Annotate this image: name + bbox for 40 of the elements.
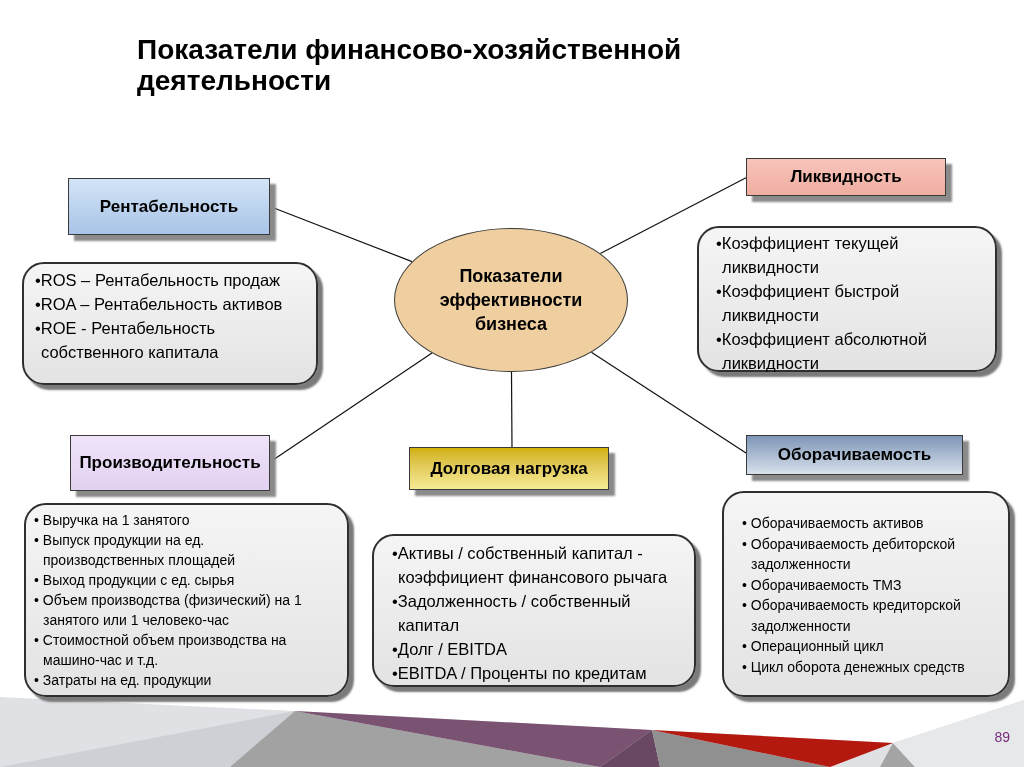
category-heading: Производительность xyxy=(70,435,270,491)
list-item: • Затраты на ед. продукции xyxy=(34,671,213,690)
connector-line xyxy=(590,351,747,454)
list-item: • Оборачиваемость ТМЗ xyxy=(742,575,903,595)
list-item: •Коэффициент быстрой ликвидности xyxy=(716,281,901,326)
category-heading: Ликвидность xyxy=(746,158,946,196)
list-item: • Стоимостной объем производства на машино-час и т.д. xyxy=(34,631,288,670)
indicator-list-card xyxy=(722,491,1010,697)
page-number: 89 xyxy=(994,728,1010,747)
connector-line xyxy=(269,352,433,463)
list-item: • Выпуск продукции на ед. производственных площадей xyxy=(34,531,236,570)
list-item: • Оборачиваемость кредиторской задолженности xyxy=(742,596,962,636)
list-item: • Оборачиваемость активов xyxy=(742,514,925,533)
list-item: • Выручка на 1 занятого xyxy=(34,511,191,530)
category-heading: Оборачиваемость xyxy=(746,435,963,475)
connector-line xyxy=(269,205,413,263)
connector-line xyxy=(510,371,513,448)
category-heading: Рентабельность xyxy=(68,178,270,235)
list-item: •ROS – Рентабельность продаж xyxy=(35,270,282,291)
list-item: •Активы / собственный капитал - коэффициент финансового рычага xyxy=(392,543,669,588)
indicator-list-card xyxy=(24,503,349,697)
list-item: •EBITDA / Проценты по кредитам xyxy=(392,663,648,684)
indicator-list-card xyxy=(22,262,318,385)
list-item: •ROA – Рентабельность активов xyxy=(35,294,284,315)
list-item: •Коэффициент абсолютной ликвидности xyxy=(716,329,928,374)
list-item: •Задолженность / собственный капитал xyxy=(392,591,632,636)
list-item: • Оборачиваемость дебиторской задолженности xyxy=(742,534,957,574)
list-item: •ROE - Рентабельность собственного капитала xyxy=(35,318,220,363)
list-item: • Объем производства (физический) на 1 занятого или 1 человеко-час xyxy=(34,591,303,630)
list-item: • Операционный цикл xyxy=(742,637,885,656)
indicator-list-card xyxy=(372,534,696,687)
list-item: •Долг / EBITDA xyxy=(392,639,508,660)
connector-line xyxy=(599,177,747,255)
list-item: •Коэффициент текущей ликвидности xyxy=(716,233,900,278)
category-heading: Долговая нагрузка xyxy=(409,447,609,490)
page-title: Показатели финансово-хозяйственной деятельности xyxy=(137,34,683,96)
list-item: • Выход продукции с ед. сырья xyxy=(34,571,236,590)
center-ellipse: Показатели эффективности бизнеса xyxy=(394,228,628,372)
list-item: • Цикл оборота денежных средств xyxy=(742,657,966,677)
indicator-list-card xyxy=(697,226,997,372)
